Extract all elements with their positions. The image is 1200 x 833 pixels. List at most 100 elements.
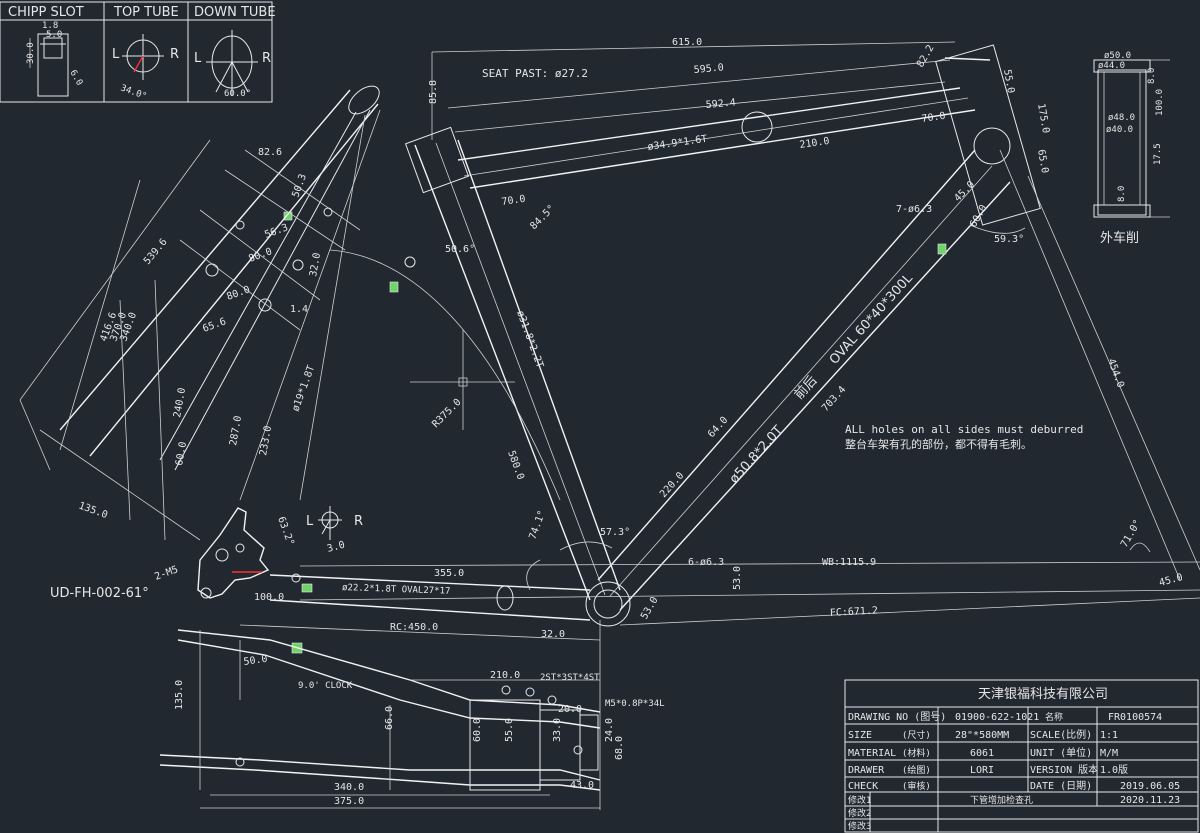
ss-dim-2870: 287.0 — [228, 415, 244, 447]
deburr-note-en: ALL holes on all sides must deburred — [845, 423, 1083, 436]
ss-dim-2400: 240.0 — [172, 387, 188, 419]
front-center: FC:671.2 — [830, 605, 879, 619]
angle-506: 50.6° — [445, 244, 475, 255]
dim-640: 64.0 — [706, 415, 730, 440]
ht-dim-480: ø48.0 — [1108, 113, 1135, 123]
dim-3550: 355.0 — [434, 568, 464, 579]
angle-845: 84.5° — [528, 203, 557, 232]
top-tube-angle: 34.0° — [119, 83, 148, 102]
dim-700b: 70.0 — [501, 194, 526, 208]
chipp-dim-1: 1.8 — [42, 21, 58, 31]
cs-dim-1350: 135.0 — [174, 680, 185, 710]
seatstay-dimensions: 82.6 539.6 416.6 370.0 340.0 240.0 287.0… — [77, 147, 323, 521]
angle-573: 57.3° — [600, 527, 630, 538]
ht-turning-label: 外车削 — [1100, 230, 1139, 246]
ss-dim-1350: 135.0 — [77, 500, 109, 521]
dim-595: 595.0 — [693, 62, 724, 76]
ss-dim-563: 56.3 — [263, 222, 289, 241]
dim-1750: 175.0 — [1035, 103, 1051, 135]
dim-2100: 210.0 — [799, 136, 830, 151]
top-tube-right: R — [170, 47, 179, 62]
main-frame — [197, 41, 1200, 654]
unit-label: UNIT (单位) — [1030, 746, 1092, 759]
drawer-value: LORI — [970, 765, 994, 776]
size-value: 28"*580MM — [955, 730, 1009, 741]
ht-dim-1000: 100.0 — [1155, 89, 1165, 116]
material-label: MATERIAL — [848, 748, 896, 759]
angle-632: 63.2° — [275, 515, 296, 547]
ht-dim-80b: 8.0 — [1117, 186, 1127, 202]
dim-700a: 70.0 — [921, 111, 946, 125]
cs-dim-550: 55.0 — [504, 718, 515, 742]
name-label: 名称 — [1045, 711, 1063, 723]
cs-dim-600: 60.0 — [472, 718, 483, 742]
down-tube-angle: 60.0° — [224, 89, 251, 99]
date-value-1: 2019.06.05 — [1120, 781, 1180, 792]
chainstay-spec: ø22.2*1.8T OVAL27*17 — [342, 583, 451, 597]
chainstay-view — [159, 620, 601, 810]
title-block: 天津银福科技有限公司 DRAWING NO (图号) 01900-622-102… — [844, 679, 1199, 833]
ht-dim-400: ø40.0 — [1106, 125, 1133, 135]
scale-value: 1:1 — [1100, 730, 1118, 741]
top-tube-spec: ø34.9*1.6T — [647, 134, 708, 153]
drawer-label: DRAWER — [848, 765, 885, 776]
dim-5924: 592.4 — [705, 97, 736, 111]
cs-dim-2100: 210.0 — [490, 670, 520, 681]
dim-600h: 60.0 — [968, 203, 990, 229]
dim-858: 85.8 — [428, 80, 439, 104]
cs-dim-3400: 340.0 — [334, 782, 364, 793]
ss-dim-320: 32.0 — [308, 252, 323, 278]
scale-label: SCALE(比例) — [1030, 728, 1092, 741]
dim-650: 65.0 — [1035, 149, 1050, 175]
cs-dim-3750: 375.0 — [334, 796, 364, 807]
legend-panel: CHIPP SLOT TOP TUBE DOWN TUBE 1.8 5.0 30… — [0, 1, 276, 103]
unit-value: M/M — [1100, 748, 1118, 759]
check-cn: (审核) — [902, 780, 931, 792]
top-tube-left: L — [112, 47, 120, 62]
dim-5800: 580.0 — [505, 449, 526, 481]
angle-710: 71.0° — [1119, 518, 1144, 550]
seat-post-note: SEAT PAST: ø27.2 — [482, 67, 588, 80]
company-name: 天津银福科技有限公司 — [978, 687, 1108, 702]
dim-550: 55.0 — [1001, 69, 1016, 95]
down-tube-cn: 前后 — [791, 373, 820, 403]
ss-dim-5396: 539.6 — [142, 237, 170, 267]
holes-6: 6-ø6.3 — [688, 557, 724, 568]
down-tube-oval: OVAL 60*40*300L — [827, 271, 917, 368]
material-value: 6061 — [970, 748, 994, 759]
dim-450b: 45.0 — [1158, 572, 1184, 589]
seat-tube-spec: ø31.8*2.2T — [514, 309, 545, 369]
cs-clock: 9.0' CLOCK — [298, 681, 353, 691]
dim-1000: 100.0 — [254, 592, 284, 603]
dim-822: 82.2 — [915, 43, 937, 69]
chipp-slot-title: CHIPP SLOT — [8, 5, 84, 20]
cs-dim-680: 68.0 — [614, 736, 625, 760]
dim-4540: 454.0 — [1105, 357, 1126, 389]
dim-2m5: 2-M5 — [153, 564, 179, 583]
date-value-2: 2020.11.23 — [1120, 795, 1180, 806]
size-label: SIZE — [848, 730, 872, 741]
ht-dim-80: 8.0 — [1147, 68, 1157, 84]
drawing-no-label: DRAWING NO (图号) — [848, 711, 946, 723]
check-label: CHECK — [848, 781, 878, 792]
holes-7: 7-ø6.3 — [896, 204, 932, 215]
cs-dim-200: 20.0 — [558, 704, 582, 715]
head-tube-dimensions: ø50.0 ø44.0 ø48.0 ø40.0 100.0 17.5 8.0 8… — [1098, 51, 1165, 246]
top-tube-title: TOP TUBE — [113, 5, 179, 20]
dropout-part-no: UD-FH-002-61° — [50, 586, 149, 601]
drawing-no-value: 01900-622-1021 — [955, 712, 1039, 723]
ht-dim-500: ø50.0 — [1104, 51, 1131, 61]
down-tube-title: DOWN TUBE — [194, 5, 276, 20]
ss-tube-spec: ø19*1.8T — [290, 364, 317, 413]
dim-7034: 703.4 — [820, 384, 848, 414]
dim-530: 53.0 — [732, 566, 743, 590]
down-tube-right: R — [262, 51, 271, 66]
chipp-dim-4: 6.0 — [67, 69, 84, 88]
size-cn: (尺寸) — [902, 729, 931, 741]
angle-741: 74.1° — [527, 509, 548, 541]
cs-dim-660: 66.0 — [384, 706, 395, 730]
lr-left: L — [306, 514, 314, 529]
ss-dim-14: 1.4 — [290, 304, 308, 315]
